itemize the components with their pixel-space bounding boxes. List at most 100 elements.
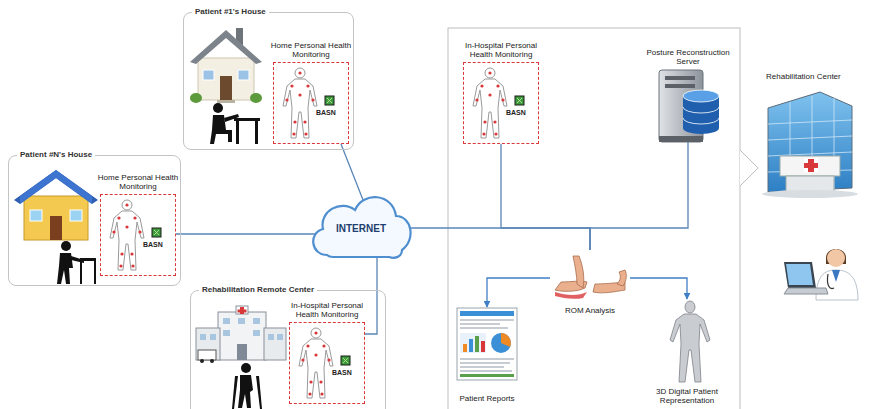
figure-3d — [670, 314, 710, 382]
monitoring-box: Home Personal Health MonitoringBASN — [100, 194, 176, 276]
doctor-icon — [827, 274, 834, 288]
report-icon — [460, 374, 514, 377]
report-icon — [460, 366, 504, 368]
house-icon — [250, 93, 262, 103]
hospital-icon — [223, 330, 230, 336]
connector — [341, 144, 365, 205]
site-label: Rehabilitation Center — [766, 72, 841, 82]
report-icon — [460, 362, 510, 364]
site-panel: In-Hospital Personal Health MonitoringBA… — [190, 290, 386, 409]
person-icon — [241, 363, 251, 373]
server-icon — [659, 70, 719, 142]
person-icon — [238, 375, 253, 408]
center-panel — [448, 28, 740, 409]
report-icon — [475, 336, 479, 352]
hospital-icon — [768, 136, 852, 140]
node-label: In-Hospital Personal Health Monitoring — [283, 301, 371, 320]
output-node: Patient Reports — [450, 308, 524, 404]
hospital-icon — [200, 334, 206, 340]
report-icon — [460, 333, 486, 353]
server-node: Posture Reconstruction Server — [655, 70, 721, 142]
person-icon — [224, 114, 239, 122]
report-icon — [460, 358, 514, 372]
report-icon — [460, 311, 514, 316]
house-icon — [238, 70, 249, 80]
node-label: In-Hospital Personal Health Monitoring — [457, 41, 545, 60]
hospital-icon — [253, 330, 260, 336]
figure-3d — [685, 301, 695, 313]
house-icon — [220, 76, 232, 100]
hospital-icon — [198, 350, 216, 360]
sensor-body — [110, 200, 161, 270]
house-icon — [203, 70, 214, 80]
hospital-icon — [223, 318, 230, 324]
report-icon — [457, 308, 517, 380]
node-label: 3D Digital Patient Representation — [636, 387, 738, 406]
house-icon — [24, 196, 88, 240]
report-icon — [501, 333, 511, 347]
sensor-body — [473, 68, 524, 138]
connector — [590, 142, 688, 250]
hospital-icon — [804, 158, 818, 172]
hospital-icon — [200, 359, 204, 363]
report-icon — [460, 358, 514, 360]
server-icon — [683, 90, 719, 102]
sensor-label: BASN — [143, 241, 163, 249]
person-icon — [256, 376, 262, 409]
doctor-icon — [827, 249, 845, 267]
report-icon — [460, 319, 514, 329]
sensor-body — [299, 328, 350, 398]
doctor-icon — [832, 270, 840, 282]
doctor-icon — [786, 264, 813, 285]
doctor-icon — [784, 262, 816, 288]
center-panel — [448, 28, 758, 409]
server-icon — [659, 136, 703, 142]
hospital-icon — [238, 318, 245, 324]
person-icon — [232, 363, 262, 409]
hospital-icon — [200, 318, 283, 340]
arm-icon — [555, 256, 626, 299]
sensor-body — [283, 68, 334, 138]
server-icon — [665, 84, 695, 88]
person-icon — [61, 241, 71, 251]
report-icon — [460, 323, 500, 325]
report-icon — [463, 344, 467, 352]
person-icon — [80, 258, 96, 284]
person-icon — [57, 253, 73, 284]
sensor-label: BASN — [506, 109, 526, 117]
house-icon — [50, 216, 62, 240]
house-icon — [190, 28, 262, 103]
node-label: Home Personal Health Monitoring — [97, 173, 179, 192]
report-icon — [469, 339, 473, 352]
hospital-icon — [237, 344, 247, 360]
hospital-icon — [238, 307, 247, 314]
person-icon — [234, 118, 260, 121]
node-label: INTERNET — [305, 183, 417, 269]
house-icon — [14, 170, 98, 240]
hospital-icon — [768, 152, 852, 156]
hospital-icon — [277, 334, 283, 340]
internet-cloud: INTERNET — [305, 183, 417, 269]
monitoring-box: Home Personal Health MonitoringBASN — [273, 62, 349, 144]
house-icon — [14, 170, 98, 204]
hospital-icon — [253, 318, 260, 324]
hospital-icon — [236, 306, 248, 314]
hospital-icon — [804, 159, 818, 172]
connector — [405, 228, 590, 250]
hospital-icon — [210, 359, 214, 363]
server-icon — [665, 76, 695, 80]
arm-icon — [555, 292, 587, 299]
site-panel: Home Personal Health MonitoringBASNPatie… — [183, 12, 354, 150]
connector — [630, 278, 687, 299]
hospital-icon — [768, 92, 852, 192]
panel-title: Rehabilitation Remote Center — [199, 285, 317, 295]
doctor-icon — [784, 249, 858, 300]
doctor-icon — [784, 288, 828, 294]
person-icon — [255, 121, 258, 144]
hospital-icon — [762, 190, 858, 198]
house-icon — [30, 210, 42, 221]
panel-title: Patient #N's House — [17, 150, 95, 160]
house-icon — [20, 170, 92, 204]
connector — [365, 253, 377, 334]
